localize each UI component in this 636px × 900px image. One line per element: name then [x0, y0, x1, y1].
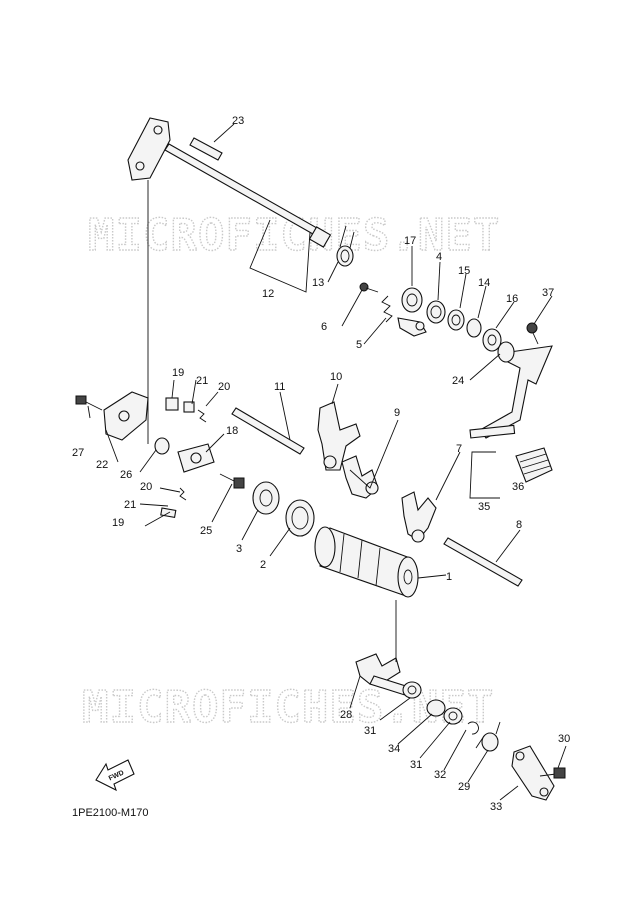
callout-31a: 31	[364, 725, 376, 737]
callout-25: 25	[200, 525, 212, 537]
callout-36: 36	[512, 481, 524, 493]
cam-3	[252, 481, 280, 515]
callout-15: 15	[458, 265, 470, 277]
callout-19a: 19	[172, 367, 184, 379]
spring-13	[336, 225, 355, 267]
washers-bottom	[402, 681, 479, 735]
callout-4: 4	[436, 251, 442, 263]
callout-10: 10	[330, 371, 342, 383]
lever-assembly	[359, 282, 427, 337]
callout-9: 9	[394, 407, 400, 419]
leader-lines	[87, 123, 567, 801]
bearing-2	[285, 499, 315, 537]
callout-22: 22	[96, 459, 108, 471]
shift-shaft	[127, 117, 332, 248]
callout-33: 33	[490, 801, 502, 813]
shift-fork-9	[341, 455, 379, 499]
callout-3: 3	[236, 543, 242, 555]
callout-7: 7	[456, 443, 462, 455]
callout-24: 24	[452, 375, 464, 387]
callout-32: 32	[434, 769, 446, 781]
callout-26: 26	[120, 469, 132, 481]
callout-2: 2	[260, 559, 266, 571]
callout-12: 12	[262, 288, 274, 300]
callout-8: 8	[516, 519, 522, 531]
callout-27: 27	[72, 447, 84, 459]
callout-19b: 19	[112, 517, 124, 529]
shift-fork-10	[317, 401, 361, 471]
callout-18: 18	[226, 425, 238, 437]
callout-29: 29	[458, 781, 470, 793]
callout-6: 6	[321, 321, 327, 333]
callout-21b: 21	[124, 499, 136, 511]
shift-pedal	[469, 322, 553, 483]
callout-23: 23	[232, 115, 244, 127]
callout-1: 1	[446, 571, 452, 583]
callout-13: 13	[312, 277, 324, 289]
spring-29	[475, 721, 501, 752]
diagram-code: 1PE2100-M170	[72, 807, 148, 819]
callout-37: 37	[542, 287, 554, 299]
plate-33	[511, 745, 555, 801]
watermark-bottom: MICROFICHES.NET	[82, 682, 494, 733]
callout-31b: 31	[410, 759, 422, 771]
callout-21a: 21	[196, 375, 208, 387]
callout-20b: 20	[140, 481, 152, 493]
shift-fork-7	[401, 491, 437, 543]
callout-30: 30	[558, 733, 570, 745]
segment-18	[177, 443, 215, 473]
callout-20a: 20	[218, 381, 230, 393]
callout-28: 28	[340, 709, 352, 721]
callout-34: 34	[388, 743, 400, 755]
callout-labels: 23 12 13 17 4 15 14 16 37 6 5 24 10 11 9…	[72, 115, 570, 813]
stopper-lever-parts	[75, 391, 215, 518]
pedal-rubber	[515, 447, 553, 483]
guide-bars	[231, 407, 523, 587]
callout-11: 11	[274, 381, 285, 393]
callout-35: 35	[478, 501, 490, 513]
shift-drum	[314, 526, 419, 598]
callout-17: 17	[404, 235, 416, 247]
shift-lever-28	[355, 653, 413, 697]
callout-5: 5	[356, 339, 362, 351]
fwd-arrow-icon: FWD	[95, 759, 135, 792]
bolt-25	[219, 473, 245, 489]
shaft-rings	[401, 287, 502, 352]
bolt-30	[539, 767, 566, 779]
callout-14: 14	[478, 277, 490, 289]
callout-16: 16	[506, 293, 518, 305]
